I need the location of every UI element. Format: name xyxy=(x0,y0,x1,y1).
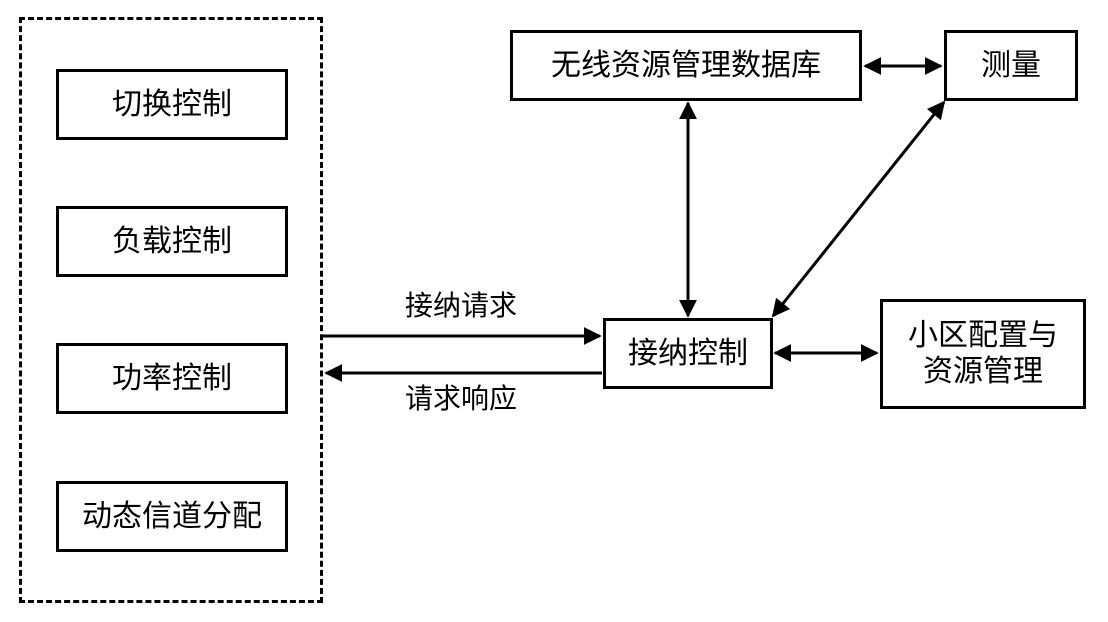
admission-control-label: 接纳控制 xyxy=(628,335,748,371)
handover-control-box[interactable]: 切换控制 xyxy=(56,69,288,140)
request-response-label: 请求响应 xyxy=(405,382,518,415)
measurement-label: 测量 xyxy=(981,47,1041,83)
handover-control-label: 切换控制 xyxy=(112,86,232,122)
admission-control-box[interactable]: 接纳控制 xyxy=(603,318,773,389)
dynamic-channel-allocation-label: 动态信道分配 xyxy=(82,498,262,534)
power-control-box[interactable]: 功率控制 xyxy=(56,343,288,414)
rrm-database-box[interactable]: 无线资源管理数据库 xyxy=(510,30,862,101)
load-control-label: 负载控制 xyxy=(112,223,232,259)
load-control-box[interactable]: 负载控制 xyxy=(56,206,288,277)
function-group xyxy=(19,17,323,603)
rrm-database-label: 无线资源管理数据库 xyxy=(551,47,821,83)
cell-config-resource-management-box[interactable]: 小区配置与 资源管理 xyxy=(880,299,1086,409)
arrow-measurement-admission xyxy=(771,100,946,318)
admission-request-label: 接纳请求 xyxy=(405,289,518,322)
cell-config-label-line1: 小区配置与 xyxy=(908,318,1058,353)
power-control-label: 功率控制 xyxy=(112,360,232,396)
measurement-box[interactable]: 测量 xyxy=(944,30,1078,101)
cell-config-label-line2: 资源管理 xyxy=(923,354,1043,389)
dynamic-channel-allocation-box[interactable]: 动态信道分配 xyxy=(56,481,288,552)
